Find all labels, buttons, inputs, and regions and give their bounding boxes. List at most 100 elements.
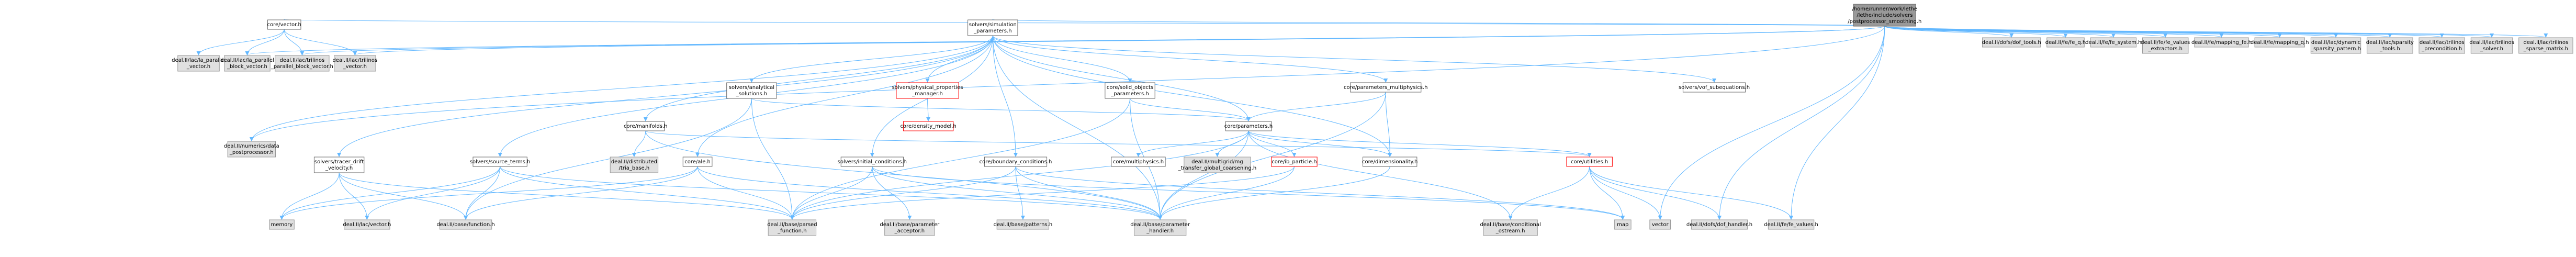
node-box — [2194, 37, 2249, 48]
node-ale[interactable]: core/ale.h — [682, 157, 713, 167]
node-label: deal.II/base/conditional — [1480, 222, 1541, 228]
node-box — [344, 219, 390, 230]
node-label: /home/runner/work/lethe — [1852, 6, 1917, 12]
node-label: _vector.h — [186, 64, 210, 70]
edge-solid-objects-to-parsed-function — [790, 98, 1131, 220]
node-label: _parameters.h — [973, 28, 1012, 34]
node-ib-particle[interactable]: core/ib_particle.h — [1271, 157, 1318, 167]
node-boundary-conditions[interactable]: core/boundary_conditions.h — [980, 157, 1052, 167]
node-box — [269, 219, 295, 230]
edge-solid-objects-to-parameters — [1130, 98, 1251, 121]
node-label: deal.II/lac/la_parallel — [220, 58, 274, 63]
node-box — [984, 157, 1048, 167]
node-source-terms[interactable]: solvers/source_terms.h — [470, 157, 531, 167]
edge-source-terms-to-memory — [279, 166, 501, 220]
edge-vector-to-trilinos-parallel-block — [284, 29, 305, 55]
edge-parameters-to-parsed-function — [790, 130, 1249, 220]
node-box — [439, 219, 492, 230]
node-box — [1649, 219, 1671, 230]
edge-vector-to-la-parallel-vector — [196, 29, 285, 55]
edge-parameters-to-utilities — [1248, 130, 1592, 157]
edge-initial-conditions-to-param-acceptor — [872, 166, 912, 220]
node-box — [1271, 157, 1318, 167]
node-label: _velocity.h — [325, 165, 353, 171]
node-solid-objects[interactable]: core/solid_objects_parameters.h — [1105, 82, 1155, 99]
node-phys-props[interactable]: solvers/physical_properties_manager.h — [892, 82, 963, 99]
node-manifolds[interactable]: core/manifolds.h — [624, 121, 668, 131]
node-box — [996, 219, 1050, 230]
node-dimensionality[interactable]: core/dimensionality.h — [1362, 157, 1418, 167]
node-label: deal.II/lac/trilinos — [2524, 40, 2569, 46]
node-dof-handler: deal.II/dofs/dof_handler.h — [1686, 219, 1752, 230]
node-label: deal.II/fe/mapping_fe.h — [2191, 40, 2252, 46]
node-box — [1133, 219, 1187, 236]
node-simparams[interactable]: solvers/simulation_parameters.h — [968, 19, 1018, 36]
node-label: core/multiphysics.h — [1113, 159, 1164, 165]
edge-utilities-to-conditional-ostream — [1508, 166, 1590, 220]
node-label: solvers/analytical — [729, 85, 774, 91]
node-density-model[interactable]: core/density_model.h — [900, 121, 957, 131]
node-la-parallel-block: deal.II/lac/la_parallel_block_vector.h — [220, 55, 274, 72]
node-trilinos-precondition: deal.II/lac/trilinos_precondition.h — [2418, 37, 2465, 54]
node-box — [2046, 37, 2085, 48]
node-box — [2254, 37, 2305, 48]
node-params-multiphysics[interactable]: core/parameters_multiphysics.h — [1344, 82, 1427, 93]
node-root[interactable]: /home/runner/work/lethe/lethe/include/so… — [1848, 4, 1921, 27]
node-utilities[interactable]: core/utilities.h — [1566, 157, 1613, 167]
node-label: deal.II/base/patterns.h — [994, 222, 1053, 228]
edge-manifolds-to-distributed-tria — [632, 130, 646, 157]
node-box — [1682, 82, 1746, 93]
node-trilinos-solver: deal.II/lac/trilinos_solver.h — [2469, 37, 2514, 54]
node-label: deal.II/lac/trilinos — [280, 58, 325, 63]
edge-dimensionality-to-param-handler — [1158, 166, 1390, 220]
node-param-acceptor: deal.II/base/parameter_acceptor.h — [880, 219, 940, 236]
node-label: _solver.h — [2480, 46, 2503, 52]
node-multiphysics[interactable]: core/multiphysics.h — [1111, 157, 1166, 167]
node-lac-vector: deal.II/lac/vector.h — [343, 219, 391, 230]
node-box — [2518, 37, 2573, 54]
node-tracer-drift[interactable]: solvers/tracer_drift_velocity.h — [313, 157, 365, 173]
node-vof-subequations[interactable]: solvers/vof_subequations.h — [1679, 82, 1750, 93]
edge-parameters-to-dimensionality — [1248, 130, 1392, 157]
edge-params-multiphysics-to-parameters — [1246, 92, 1386, 121]
edge-simparams-to-manifolds — [643, 35, 993, 121]
node-box — [1184, 157, 1251, 173]
edge-manifolds-to-utilities — [645, 130, 1592, 157]
node-label: deal.II/dofs/dof_handler.h — [1686, 222, 1752, 228]
node-multigrid: deal.II/multigrid/mg_transfer_global_coa… — [1178, 157, 1256, 173]
node-parameters[interactable]: core/parameters.h — [1224, 121, 1273, 131]
node-sparsity-tools: deal.II/lac/sparsity_tools.h — [2366, 37, 2414, 54]
edge-simparams-to-ale — [695, 35, 993, 157]
edge-root-to-trilinos-parallel-block — [300, 26, 1885, 55]
edge-root-to-dof-handler — [1717, 26, 1885, 220]
node-box — [275, 55, 330, 72]
node-initial-conditions[interactable]: solvers/initial_conditions.h — [838, 157, 907, 167]
node-label: vector — [1652, 222, 1669, 228]
node-parsed-function: deal.II/base/parsed_function.h — [767, 219, 817, 236]
edge-source-terms-to-param-handler — [500, 166, 1162, 220]
node-label: _vector.h — [343, 64, 367, 70]
node-analytical[interactable]: solvers/analytical_solutions.h — [726, 82, 777, 99]
node-box — [2310, 37, 2361, 54]
node-label: _solutions.h — [736, 91, 767, 97]
node-base-function: deal.II/base/function.h — [436, 219, 495, 230]
node-box — [896, 82, 959, 99]
node-label: /lethe/include/solvers — [1857, 13, 1913, 18]
edge-simparams-to-solid-objects — [992, 35, 1132, 83]
node-label: solvers/physical_properties — [892, 85, 963, 91]
node-fe-values-extractors: deal.II/fe/fe_values_extractors.h — [2141, 37, 2190, 54]
node-vector[interactable]: core/vector.h — [267, 19, 301, 30]
edge-parameters-to-conditional-ostream — [1248, 130, 1513, 220]
node-label: _parallel_block_vector.h — [271, 64, 333, 70]
node-vector-std: vector — [1649, 219, 1671, 230]
node-label: deal.II/fe/mapping_q.h — [2251, 40, 2309, 46]
node-label: solvers/source_terms.h — [470, 159, 531, 165]
node-box — [884, 219, 935, 236]
edge-analytical-to-base-function — [464, 98, 752, 220]
node-fe-values: deal.II/fe/fe_values.h — [1764, 219, 1818, 230]
node-label: deal.II/lac/dynamic — [2311, 40, 2360, 46]
node-label: deal.II/base/parsed — [767, 222, 817, 228]
node-label: core/boundary_conditions.h — [980, 159, 1052, 165]
node-box — [626, 121, 665, 131]
node-box — [726, 82, 777, 99]
